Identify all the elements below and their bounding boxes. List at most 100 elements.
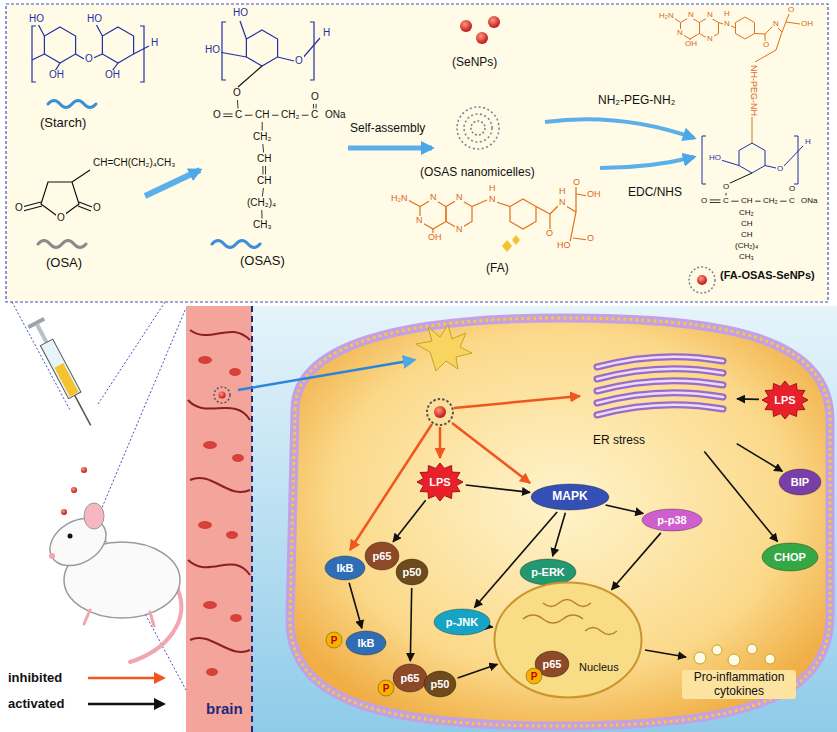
atom-label: CH (256, 176, 272, 187)
er-membrane (597, 357, 723, 367)
product-folate (765, 34, 766, 41)
product-osas (702, 136, 803, 184)
osas-structure (222, 22, 226, 80)
compound-name: (FA-OSAS-SeNPs) (720, 270, 815, 282)
atom-label: OH (684, 40, 698, 48)
atom-label: H₂N (390, 194, 409, 203)
chemical-bond (265, 166, 266, 175)
protein-shape (762, 543, 818, 571)
atom-label: N (723, 20, 731, 28)
atom-label: O (212, 110, 222, 121)
osas-structure (219, 21, 320, 80)
cytokine-release (645, 650, 686, 657)
folic-acid-structure (408, 186, 588, 242)
product-folate (765, 27, 772, 34)
cytokine-release (747, 644, 757, 654)
atom-label: N (706, 11, 714, 19)
signal-arrow (466, 485, 530, 492)
node-label: p50 (431, 678, 450, 690)
protein-blob: p-p38 (641, 508, 703, 532)
atom-label: CH (254, 110, 270, 121)
cytokine-release (645, 644, 775, 666)
mouse (81, 467, 87, 473)
atom-label: H (723, 10, 731, 18)
reagent-label: EDC/NHS (628, 186, 682, 199)
atom-label: OH (800, 20, 814, 28)
cytokine-release (765, 654, 775, 664)
atom-label: H (558, 187, 567, 196)
atom-label: O (787, 6, 795, 14)
ester-bond (238, 66, 262, 87)
reaction-arrow (600, 157, 694, 168)
inhibition-arrow (350, 424, 432, 550)
brain-tissue (230, 614, 242, 622)
output-label: Pro-inflammation cytokines (682, 670, 796, 699)
atom-label: O (788, 185, 796, 193)
chemical-bond (710, 199, 721, 200)
product-folate (674, 14, 800, 143)
er-lumen (597, 405, 723, 415)
brain-tissue (251, 306, 253, 732)
legend-arrow (86, 671, 168, 685)
brain-tissue (226, 531, 238, 539)
folic-acid-structure (550, 206, 558, 214)
protein-blob: p65 (364, 541, 400, 571)
product-micelle (689, 267, 715, 293)
product-micelle (689, 267, 715, 293)
protein-shape (520, 559, 576, 585)
inhibition-arrow (439, 427, 442, 458)
atom-label: HO (28, 14, 45, 25)
atom-label: O (294, 56, 304, 67)
phospho-dot: P (325, 631, 343, 649)
reaction-arrow (145, 119, 694, 196)
signal-arrow (393, 500, 426, 542)
osas-structure (246, 30, 277, 66)
reaction-arrow (145, 170, 200, 196)
osa-structure (23, 206, 42, 211)
chemical-bond (725, 193, 726, 196)
chemical-bond (313, 104, 314, 109)
chemical-bond (710, 202, 721, 203)
legend-arrow (88, 676, 156, 679)
compound-name: (OSA) (46, 256, 82, 270)
chemical-bond (302, 115, 309, 116)
product-osas (702, 136, 706, 184)
atom-label: CH₃ (252, 220, 273, 231)
node-label: LPS (774, 394, 795, 406)
folic-acid-structure (570, 212, 576, 242)
nanomicelle-icon (457, 107, 499, 149)
step-label: Self-assembly (350, 122, 425, 135)
folic-acid-icon (502, 235, 520, 252)
starch-structure (32, 24, 149, 82)
nucleus-shape (495, 583, 642, 698)
atom-label: H₂N (658, 12, 675, 20)
chemical-bond (780, 201, 786, 202)
nanoparticle (238, 360, 414, 390)
starch-structure (102, 27, 133, 63)
signal-arrow (458, 664, 498, 678)
product-folate (736, 17, 755, 39)
nanoparticle (434, 406, 446, 418)
legend-arrow (154, 698, 166, 710)
brain-tissue (229, 368, 241, 376)
protein-blob: p50 (395, 558, 429, 586)
dendritic-cell (416, 325, 472, 371)
nanomicelle-icon (471, 121, 485, 135)
product-osas (765, 166, 776, 169)
chemical-bond (262, 122, 263, 131)
dendritic-cell (416, 325, 472, 371)
synthesis-panel (6, 4, 828, 302)
protein-shape (396, 559, 428, 585)
chemical-bond (261, 210, 262, 219)
protein-shape (325, 556, 365, 580)
atom-label: OH (586, 190, 602, 199)
node-label: p65 (373, 550, 392, 562)
compound-name: (OSAS) (240, 254, 285, 268)
osa-structure (22, 170, 92, 218)
atom-label: O (84, 54, 94, 65)
node-label: P (383, 683, 390, 694)
atom-label: (CH₂)₄ (246, 198, 277, 209)
legend-item: inhibited (8, 670, 168, 685)
